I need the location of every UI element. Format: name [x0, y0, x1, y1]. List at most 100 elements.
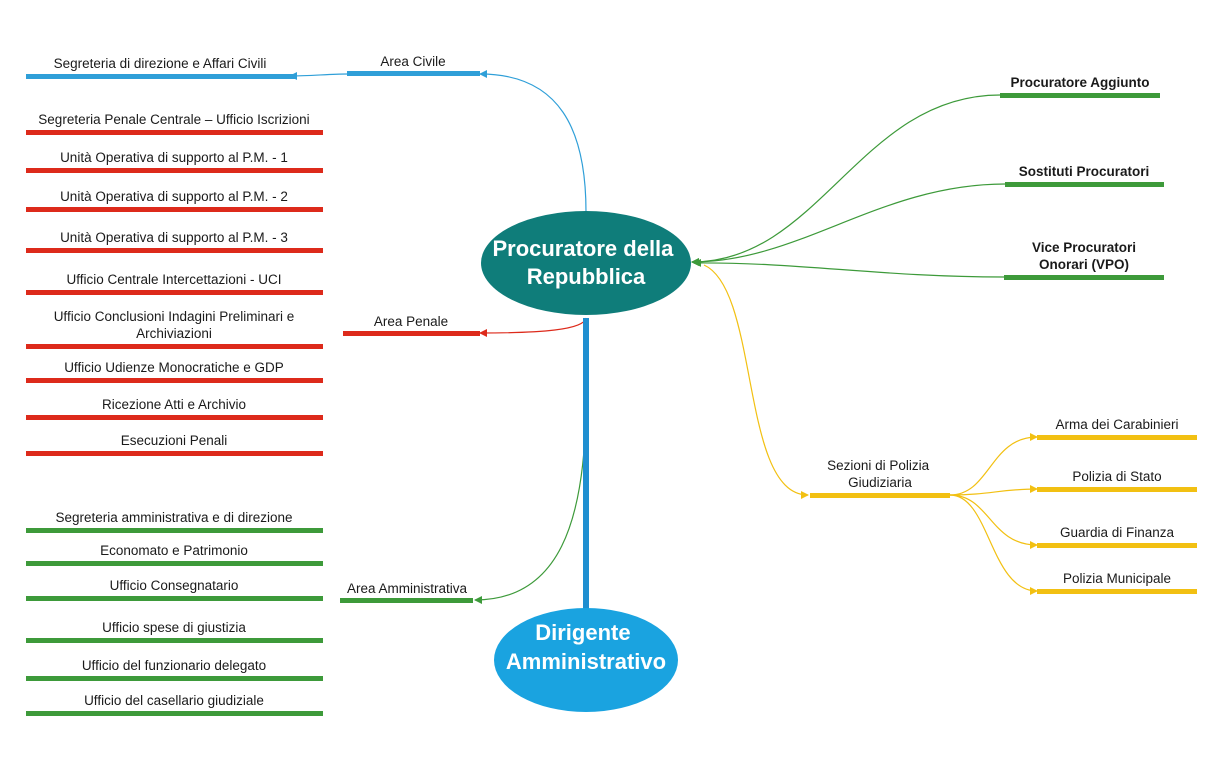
amministrativa-item-1-label-line-1: Segreteria amministrativa e di direzione	[55, 510, 292, 525]
penale-item-3-label-line-1: Unità Operativa di supporto al P.M. - 2	[60, 189, 288, 204]
magistrati-item-2: Sostituti Procuratori	[1005, 164, 1164, 187]
polizia-item-4: Polizia Municipale	[1037, 571, 1197, 594]
polizia-item-2: Polizia di Stato	[1037, 469, 1197, 492]
polizia-item-1-bar	[1037, 435, 1197, 440]
penale-item-7-bar	[26, 378, 323, 383]
civile-items: Segreteria di direzione e Affari Civili	[26, 56, 295, 79]
root-procuratore: Procuratore della Repubblica	[481, 211, 691, 315]
amministrativa-item-3-label-line-1: Ufficio Consegnatario	[110, 578, 239, 593]
penale-item-5-bar	[26, 290, 323, 295]
connectors	[289, 70, 1038, 618]
penale-item-9: Esecuzioni Penali	[26, 433, 323, 456]
area-penale-node: Area Penale	[343, 314, 480, 336]
penale-item-6-label-line-2: Archiviazioni	[136, 326, 212, 341]
polizia-item-2-label: Polizia di Stato	[1072, 469, 1161, 484]
amministrativa-item-5-label-line-1: Ufficio del funzionario delegato	[82, 658, 266, 673]
amministrativa-item-3-bar	[26, 596, 323, 601]
polizia-item-3: Guardia di Finanza	[1037, 525, 1197, 548]
penale-items: Segreteria Penale Centrale – Ufficio Isc…	[26, 112, 323, 456]
root-dirigente-line-2: Amministrativo	[506, 649, 666, 674]
area-amministrativa-bar	[340, 598, 473, 603]
civile-item-1-label: Segreteria di direzione e Affari Civili	[54, 56, 267, 71]
penale-item-7-label: Ufficio Udienze Monocratiche e GDP	[64, 360, 284, 375]
amministrativa-item-1-label: Segreteria amministrativa e di direzione	[55, 510, 292, 525]
magistrati-item-1-label-line-1: Procuratore Aggiunto	[1010, 75, 1149, 90]
amministrativa-item-6: Ufficio del casellario giudiziale	[26, 693, 323, 716]
penale-item-4-label: Unità Operativa di supporto al P.M. - 3	[60, 230, 288, 245]
penale-item-8: Ricezione Atti e Archivio	[26, 397, 323, 420]
penale-item-4-bar	[26, 248, 323, 253]
penale-item-2: Unità Operativa di supporto al P.M. - 1	[26, 150, 323, 173]
area-amministrativa-node: Area Amministrativa	[340, 581, 473, 603]
amministrativa-item-6-bar	[26, 711, 323, 716]
area-amministrativa-label: Area Amministrativa	[347, 581, 468, 596]
connector-amministrativa-area	[474, 409, 587, 604]
polizia-item-3-label-line-1: Guardia di Finanza	[1060, 525, 1175, 540]
area-civile-node: Area Civile	[347, 54, 480, 76]
amministrativa-item-4-bar	[26, 638, 323, 643]
penale-item-8-label: Ricezione Atti e Archivio	[102, 397, 246, 412]
amministrativa-item-2-label: Economato e Patrimonio	[100, 543, 248, 558]
connector-vpo	[693, 258, 1005, 278]
amministrativa-item-5: Ufficio del funzionario delegato	[26, 658, 323, 681]
connector-sostituti	[691, 183, 1006, 266]
root-procuratore-label: Procuratore della Repubblica	[492, 236, 679, 289]
penale-item-8-bar	[26, 415, 323, 420]
civile-item-1: Segreteria di direzione e Affari Civili	[26, 56, 295, 79]
root-dirigente: Dirigente Amministrativo	[494, 608, 678, 712]
magistrati-item-3-label-line-2: Onorari (VPO)	[1039, 257, 1129, 272]
connector-civile-area	[479, 70, 587, 213]
magistrati-item-2-bar	[1005, 182, 1164, 187]
polizia-item-4-label: Polizia Municipale	[1063, 571, 1171, 586]
penale-item-5-label-line-1: Ufficio Centrale Intercettazioni - UCI	[66, 272, 281, 287]
amministrativa-item-3-label: Ufficio Consegnatario	[110, 578, 239, 593]
root-procuratore-line-1: Procuratore della	[492, 236, 674, 261]
polizia-item-4-bar	[1037, 589, 1197, 594]
penale-item-5: Ufficio Centrale Intercettazioni - UCI	[26, 272, 323, 295]
penale-item-1: Segreteria Penale Centrale – Ufficio Isc…	[26, 112, 323, 135]
amministrativa-item-2: Economato e Patrimonio	[26, 543, 323, 566]
penale-item-4-label-line-1: Unità Operativa di supporto al P.M. - 3	[60, 230, 288, 245]
amministrativa-item-1-bar	[26, 528, 323, 533]
magistrati-item-2-label-line-1: Sostituti Procuratori	[1019, 164, 1150, 179]
penale-item-2-label: Unità Operativa di supporto al P.M. - 1	[60, 150, 288, 165]
connector-procuratore-aggiunto	[691, 94, 1001, 266]
root-trunk	[583, 318, 589, 618]
civile-item-1-label-line-1: Segreteria di direzione e Affari Civili	[54, 56, 267, 71]
penale-item-9-label: Esecuzioni Penali	[121, 433, 228, 448]
root-dirigente-ellipse	[494, 608, 678, 712]
amministrativa-item-2-label-line-1: Economato e Patrimonio	[100, 543, 248, 558]
penale-item-2-bar	[26, 168, 323, 173]
penale-item-1-bar	[26, 130, 323, 135]
amministrativa-item-4-label: Ufficio spese di giustizia	[102, 620, 246, 635]
polizia-item-2-bar	[1037, 487, 1197, 492]
area-polizia-label-line-2: Giudiziaria	[848, 475, 912, 490]
amministrativa-item-4: Ufficio spese di giustizia	[26, 620, 323, 643]
magistrati-item-3-label-line-1: Vice Procuratori	[1032, 240, 1136, 255]
area-civile-label: Area Civile	[380, 54, 445, 69]
amministrativa-item-4-label-line-1: Ufficio spese di giustizia	[102, 620, 246, 635]
amministrativa-items: Segreteria amministrativa e di direzione…	[26, 510, 323, 716]
root-dirigente-line-1: Dirigente	[535, 620, 630, 645]
area-civile-bar	[347, 71, 480, 76]
penale-item-3-bar	[26, 207, 323, 212]
polizia-item-4-label-line-1: Polizia Municipale	[1063, 571, 1171, 586]
penale-item-6: Ufficio Conclusioni Indagini Preliminari…	[26, 309, 323, 349]
magistrati-item-1-bar	[1000, 93, 1160, 98]
civile-item-1-bar	[26, 74, 295, 79]
penale-item-8-label-line-1: Ricezione Atti e Archivio	[102, 397, 246, 412]
root-procuratore-line-2: Repubblica	[527, 264, 646, 289]
amministrativa-item-2-bar	[26, 561, 323, 566]
amministrativa-item-5-bar	[26, 676, 323, 681]
penale-item-7-label-line-1: Ufficio Udienze Monocratiche e GDP	[64, 360, 284, 375]
magistrati-item-1: Procuratore Aggiunto	[1000, 75, 1160, 98]
connector-carabinieri	[949, 433, 1038, 496]
penale-item-7: Ufficio Udienze Monocratiche e GDP	[26, 360, 323, 383]
amministrativa-item-6-label: Ufficio del casellario giudiziale	[84, 693, 264, 708]
root-dirigente-label: Dirigente Amministrativo	[506, 620, 666, 674]
magistrati-item-2-label: Sostituti Procuratori	[1019, 164, 1150, 179]
penale-item-6-bar	[26, 344, 323, 349]
